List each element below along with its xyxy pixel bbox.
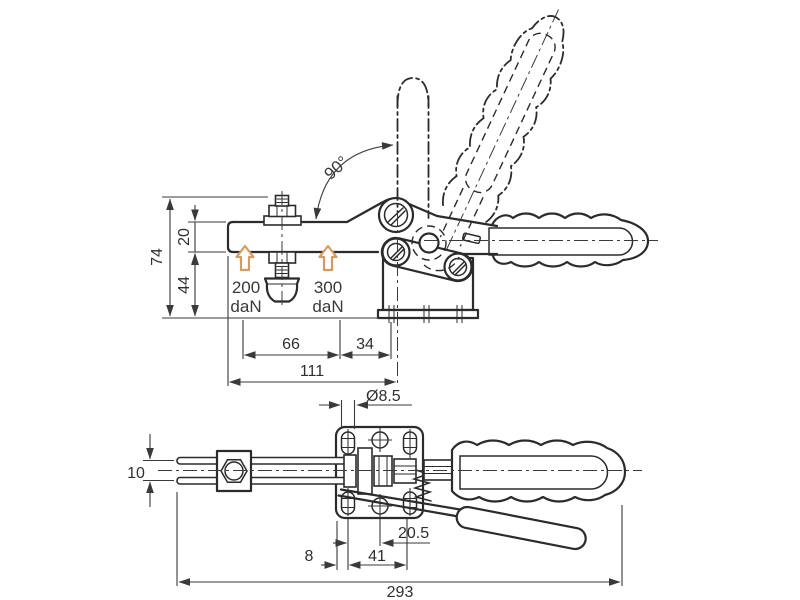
dim-label-293: 293 xyxy=(387,584,414,600)
dim-label-20: 20 xyxy=(176,228,193,246)
plan-view-dimensions: 10 Ø8.5 20.5 8 41 293 xyxy=(127,388,623,600)
force-unit-left: daN xyxy=(230,297,261,316)
side-view: 90° 200 daN 300 daN 74 20 44 66 xyxy=(149,9,658,386)
force-value-left: 200 xyxy=(232,278,260,297)
release-lever xyxy=(337,488,587,551)
pivot-screws xyxy=(377,196,482,282)
dim-label-dia-8-5: Ø8.5 xyxy=(366,388,401,405)
force-up-arrow-icon xyxy=(235,244,255,272)
plan-view: 10 Ø8.5 20.5 8 41 293 xyxy=(127,388,642,600)
side-view-dimensions: 74 20 44 66 34 111 xyxy=(149,196,397,386)
dim-label-8: 8 xyxy=(305,548,314,565)
force-annotations: 200 daN 300 daN xyxy=(230,244,344,316)
angle-label: 90° xyxy=(320,152,352,183)
dim-label-111: 111 xyxy=(300,363,324,380)
handle-grip xyxy=(424,212,658,268)
pivot-mechanism xyxy=(343,447,433,502)
force-value-right: 300 xyxy=(314,278,342,297)
dim-label-20-5: 20.5 xyxy=(398,525,429,542)
dim-label-41: 41 xyxy=(368,548,386,565)
round-hole xyxy=(368,428,392,518)
dim-label-74: 74 xyxy=(149,248,166,266)
dim-label-10: 10 xyxy=(127,465,145,482)
dim-label-34: 34 xyxy=(356,336,374,353)
force-up-arrow-icon xyxy=(318,244,338,272)
dim-label-66: 66 xyxy=(282,336,300,353)
ghost-handle-vertical xyxy=(396,77,430,386)
force-unit-right: daN xyxy=(312,297,343,316)
dim-label-44: 44 xyxy=(176,276,193,294)
ghost-handle-tilted xyxy=(439,9,565,250)
spindle-assembly xyxy=(263,191,302,308)
